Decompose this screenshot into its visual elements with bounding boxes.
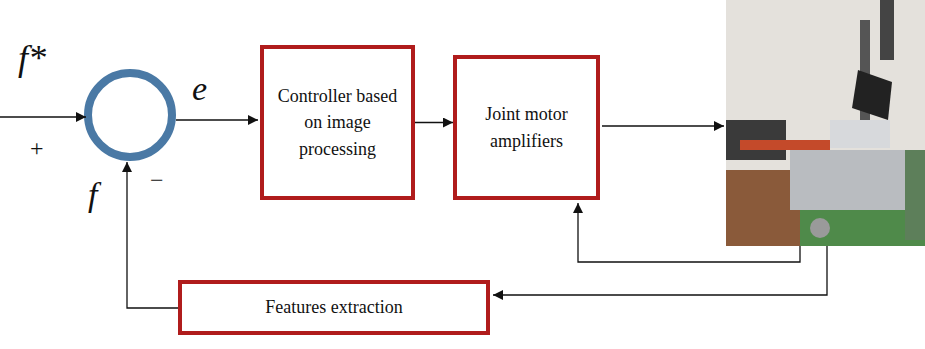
summing-junction [88,73,172,157]
signal-name: f [88,178,97,212]
process-box: Features extraction [178,280,490,335]
robot-photo [726,0,925,246]
signal-name: e [192,72,207,106]
feedback-wire [578,203,800,262]
feedback-wire [493,246,827,295]
box-text-group: Features extraction [265,294,402,320]
sign-symbol: − [150,168,164,192]
error-arrow [176,119,258,120]
signal-arrow [415,122,453,123]
box-text-group: Controller based on image processing [272,83,403,161]
feedback-wire [127,162,178,308]
signal-name: f* [18,40,46,76]
process-box: Controller based on image processing [260,45,415,200]
input-arrow [0,116,86,117]
box-label: Joint motor amplifiers [465,101,588,153]
box-label: Features extraction [265,294,402,320]
box-text-group: Joint motor amplifiers [465,101,588,153]
process-box: Joint motor amplifiers [453,55,600,200]
drive-arrow [602,125,724,126]
box-label: Controller based on image processing [272,83,403,161]
sign-symbol: + [30,136,44,160]
